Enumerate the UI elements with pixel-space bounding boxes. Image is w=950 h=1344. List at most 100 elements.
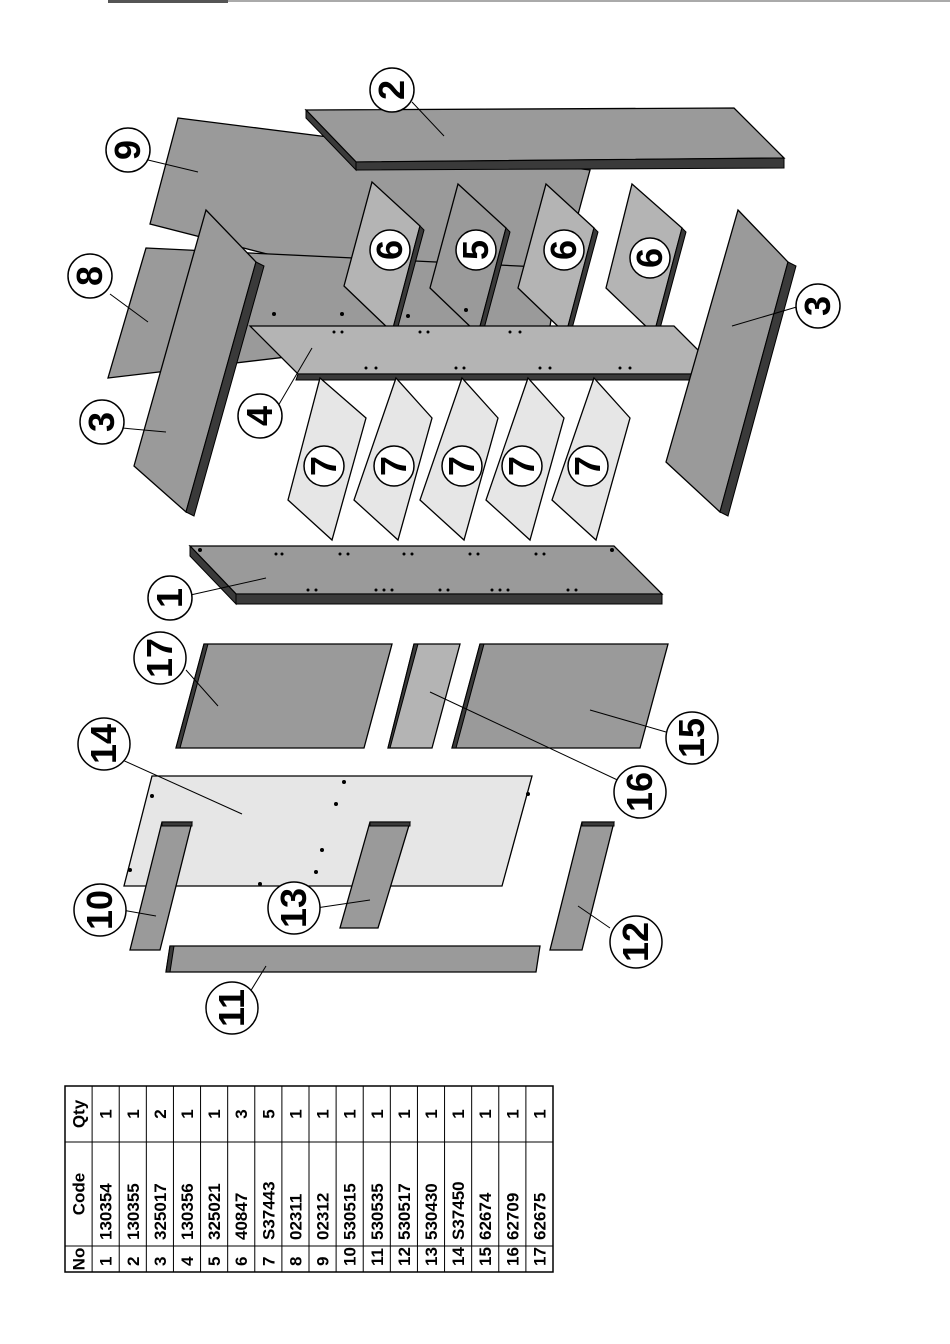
table-cell-no: 12 — [395, 1247, 414, 1266]
callout-7-b-text: 7 — [373, 456, 414, 476]
callout-7-d-text: 7 — [501, 456, 542, 476]
callout-3-right: 3 — [796, 284, 840, 328]
callout-17-text: 17 — [139, 638, 180, 678]
table-cell-qty: 1 — [449, 1109, 468, 1118]
table-cell-no: 9 — [314, 1257, 333, 1266]
callout-11-text: 11 — [211, 989, 252, 1027]
callout-6-b: 6 — [543, 230, 584, 270]
table-cell-qty: 1 — [503, 1109, 522, 1118]
table-cell-code: 530430 — [422, 1183, 441, 1240]
table-cell-qty: 1 — [97, 1109, 116, 1118]
table-cell-no: 11 — [368, 1248, 387, 1266]
table-cell-no: 5 — [205, 1257, 224, 1266]
callout-6-a: 6 — [369, 230, 410, 270]
table-cell-code: 530535 — [368, 1183, 387, 1240]
callout-17: 17 — [134, 632, 186, 684]
callout-5-text: 5 — [455, 240, 496, 260]
callout-6-b-text: 6 — [543, 240, 584, 260]
part-11-plinth — [166, 946, 540, 972]
scan-header-strip — [108, 0, 950, 3]
table-cell-qty: 2 — [151, 1109, 170, 1118]
table-cell-qty: 3 — [232, 1109, 251, 1118]
table-cell-no: 13 — [422, 1247, 441, 1266]
table-cell-no: 8 — [286, 1257, 305, 1266]
table-cell-qty: 1 — [178, 1109, 197, 1118]
callout-7-e: 7 — [567, 446, 608, 486]
callout-9-text: 9 — [107, 140, 148, 160]
callout-7-c-text: 7 — [441, 456, 482, 476]
table-cell-no: 15 — [476, 1247, 495, 1266]
table-cell-no: 6 — [232, 1257, 251, 1266]
table-header-no: No — [70, 1248, 89, 1271]
table-cell-code: 40847 — [232, 1193, 251, 1240]
table-cell-code: 530517 — [395, 1183, 414, 1240]
table-cell-qty: 1 — [476, 1109, 495, 1118]
table-cell-no: 7 — [259, 1257, 278, 1266]
callout-11: 11 — [206, 982, 258, 1034]
table-cell-code: 62674 — [476, 1192, 495, 1240]
callout-7-a-text: 7 — [303, 456, 344, 476]
callout-9: 9 — [106, 128, 150, 172]
part-17-door — [176, 644, 392, 748]
table-cell-code: 130356 — [178, 1183, 197, 1240]
table-cell-no: 16 — [503, 1247, 522, 1266]
table-cell-code: 530515 — [341, 1183, 360, 1240]
callout-7-c: 7 — [441, 446, 482, 486]
table-cell-code: S37450 — [449, 1181, 468, 1240]
callout-10-text: 10 — [79, 890, 120, 930]
callout-7-d: 7 — [501, 446, 542, 486]
part-15-door — [452, 644, 668, 748]
callout-8: 8 — [68, 254, 112, 298]
table-cell-code: 130355 — [124, 1183, 143, 1240]
callout-6-a-text: 6 — [369, 240, 410, 260]
callout-1-text: 1 — [149, 588, 190, 608]
callout-10: 10 — [74, 884, 126, 936]
table-cell-qty: 1 — [286, 1109, 305, 1118]
part-16-door — [388, 644, 460, 748]
callout-14-text: 14 — [83, 724, 124, 764]
callout-13: 13 — [268, 882, 320, 934]
table-cell-no: 10 — [341, 1247, 360, 1266]
table-cell-no: 2 — [124, 1257, 143, 1266]
table-cell-qty: 1 — [368, 1109, 387, 1118]
callout-15-text: 15 — [671, 718, 712, 758]
callout-8-text: 8 — [69, 266, 110, 286]
table-header-code: Code — [70, 1173, 89, 1216]
part-1-board — [190, 546, 662, 604]
table-cell-code: 130354 — [97, 1183, 116, 1240]
callout-2-text: 2 — [371, 80, 412, 100]
table-cell-qty: 1 — [124, 1109, 143, 1118]
table-cell-code: 62675 — [530, 1193, 549, 1240]
table-cell-qty: 1 — [205, 1109, 224, 1118]
callout-6-c: 6 — [629, 238, 670, 278]
table-cell-no: 3 — [151, 1257, 170, 1266]
callout-7-e-text: 7 — [567, 456, 608, 476]
callout-14: 14 — [78, 718, 130, 770]
table-cell-no: 14 — [449, 1247, 468, 1266]
callout-7-a: 7 — [303, 446, 344, 486]
callout-4: 4 — [238, 394, 282, 438]
callout-15: 15 — [666, 712, 718, 764]
table-cell-qty: 1 — [395, 1109, 414, 1118]
table-cell-qty: 1 — [314, 1109, 333, 1118]
callout-12: 12 — [610, 916, 662, 968]
callout-3-left: 3 — [80, 400, 124, 444]
table-cell-qty: 1 — [530, 1109, 549, 1118]
table-cell-qty: 1 — [422, 1109, 441, 1118]
callout-16: 16 — [614, 766, 666, 818]
callout-2: 2 — [370, 68, 414, 112]
table-cell-qty: 5 — [259, 1109, 278, 1118]
callout-4-text: 4 — [239, 406, 280, 426]
table-cell-code: 325021 — [205, 1183, 224, 1240]
table-cell-code: 02312 — [314, 1193, 333, 1240]
callout-3-left-text: 3 — [81, 412, 122, 432]
callout-13-text: 13 — [273, 888, 314, 928]
part-12-strip — [550, 822, 614, 950]
part-4-board — [250, 326, 722, 380]
table-cell-no: 1 — [97, 1257, 116, 1266]
parts-table: QtyCodeNo1130354111303552232501731130356… — [65, 1086, 553, 1272]
table-cell-code: 62709 — [503, 1193, 522, 1240]
part-2-board — [306, 108, 784, 170]
table-cell-no: 4 — [178, 1256, 197, 1266]
callout-1: 1 — [148, 576, 192, 620]
